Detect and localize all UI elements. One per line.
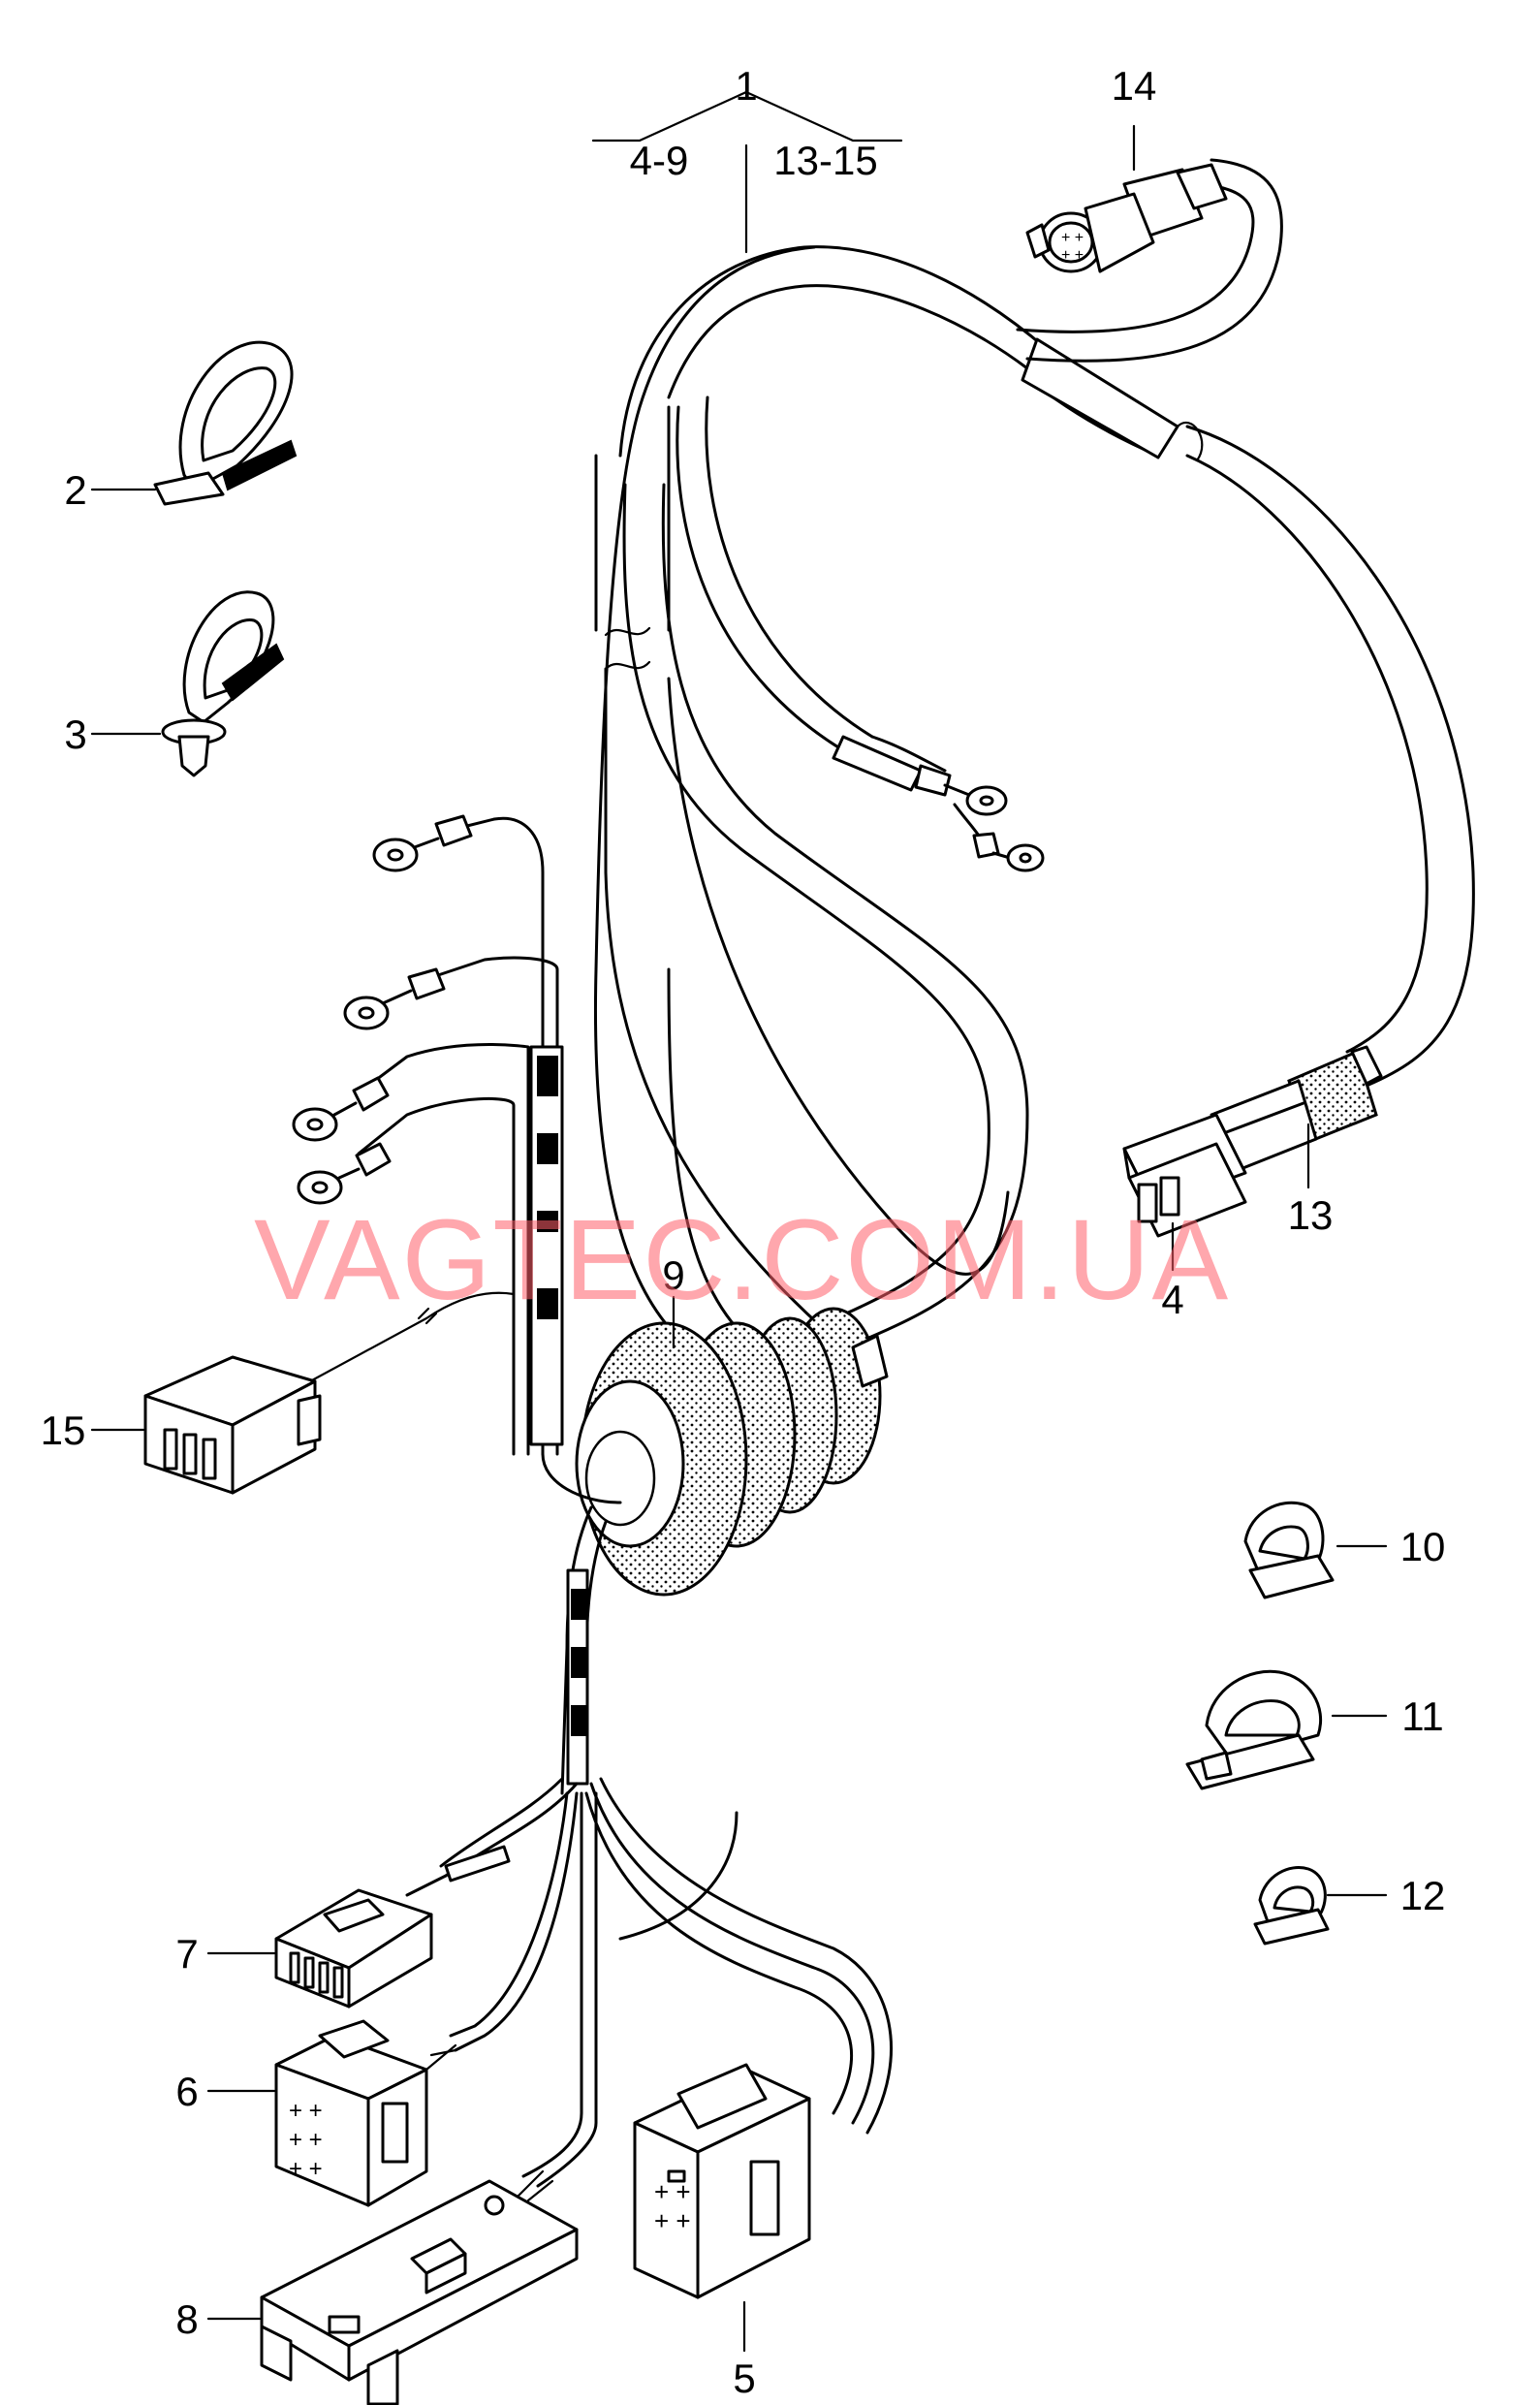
connector-4	[1122, 1113, 1247, 1238]
ring-terminal-icon	[343, 967, 446, 1030]
connector-5: + + + +	[633, 2063, 811, 2299]
callout-2: 2	[64, 467, 86, 513]
ring-terminal-icon	[372, 814, 473, 872]
svg-text:+ +: + +	[1061, 247, 1084, 264]
svg-text:+ +: + +	[1061, 230, 1084, 246]
callout-5: 5	[733, 2356, 755, 2401]
callout-6: 6	[175, 2069, 198, 2114]
connector-7	[274, 1888, 433, 2009]
callout-1: 1	[735, 63, 757, 109]
callout-7: 7	[175, 1931, 198, 1977]
callout-15: 15	[41, 1408, 86, 1453]
connector-15	[143, 1291, 516, 1495]
ring-terminal-icon	[297, 1142, 392, 1205]
clip-11-icon	[1185, 1669, 1323, 1790]
connector-8	[260, 2179, 579, 2405]
callout-1-range-left: 4-9	[630, 138, 689, 183]
leader-lines	[90, 90, 1388, 2353]
callout-14: 14	[1112, 63, 1157, 109]
callout-8: 8	[175, 2296, 198, 2342]
clip-12-icon	[1253, 1866, 1330, 1946]
callout-11: 11	[1401, 1693, 1444, 1739]
cable-tie-icon	[153, 340, 298, 506]
svg-text:+ +: + +	[289, 2098, 323, 2124]
connector-14: + + + +	[1025, 163, 1228, 273]
lower-harness-trunk	[405, 1452, 894, 2202]
connector-13	[1210, 1045, 1383, 1175]
callout-9: 9	[662, 1252, 684, 1298]
svg-text:+ +: + +	[289, 2127, 323, 2153]
connector-6: + + + + + +	[274, 2019, 428, 2207]
callout-3: 3	[64, 712, 86, 757]
ring-terminals-group	[292, 814, 564, 1456]
grommet	[575, 1307, 889, 1597]
wiring-harness	[594, 158, 1475, 1941]
ring-terminal-pair	[832, 735, 1045, 872]
ring-terminal-icon	[292, 1076, 390, 1142]
clip-10-icon	[1243, 1501, 1335, 1599]
callout-4: 4	[1161, 1277, 1183, 1322]
svg-text:+ +: + +	[289, 2156, 323, 2182]
callout-10: 10	[1400, 1524, 1446, 1569]
callout-13: 13	[1288, 1192, 1334, 1238]
cable-tie-clip-icon	[161, 590, 285, 777]
svg-text:+ +: + +	[654, 2206, 691, 2235]
callout-12: 12	[1400, 1873, 1446, 1918]
callout-1-range-right: 13-15	[773, 138, 877, 183]
